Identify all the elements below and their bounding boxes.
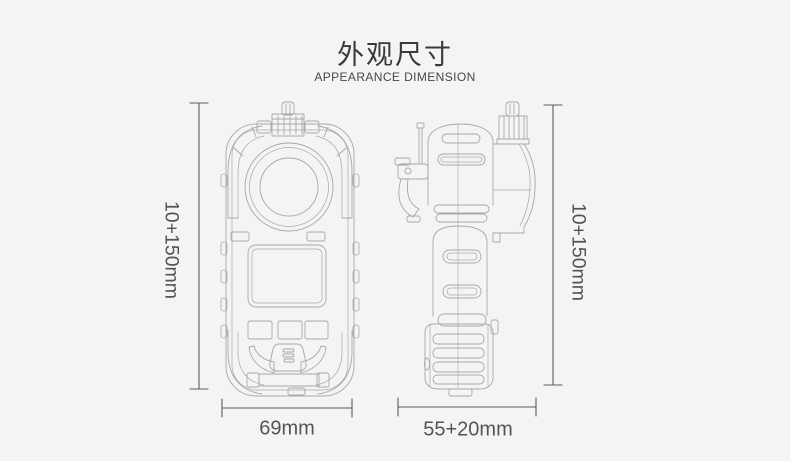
indicator-windows [230,231,326,242]
side-view-drawing [394,101,536,397]
side-height-dimension-line [543,104,563,386]
front-width-dimension-line [221,398,353,418]
front-body-outline [225,123,355,397]
speaker-area [248,343,327,374]
side-lower-housing [424,319,499,397]
side-width-label: 55+20mm [423,418,513,441]
front-height-label: 10+150mm [160,200,183,300]
front-view-drawing [220,101,360,397]
sensor-circle [244,142,334,232]
side-collar [433,204,490,223]
side-upper-tube [427,123,494,206]
side-height-label: 10+150mm [567,202,590,302]
side-belt-clip [394,122,429,223]
side-mid-tube [432,225,488,327]
front-width-label: 69mm [259,417,315,440]
antenna-fitting [256,101,320,137]
side-width-dimension-line [397,397,537,417]
front-height-dimension-line [189,102,209,390]
side-back-housing [492,143,536,243]
front-buttons [247,320,329,340]
side-knob [496,101,530,145]
front-boot-tubes [227,125,353,395]
display-screen [247,244,327,308]
page-subtitle: APPEARANCE DIMENSION [314,70,476,84]
bottom-port [246,372,330,396]
dimension-lines [189,102,563,418]
side-grip-bumps [220,173,360,339]
page-title: 外观尺寸 [337,40,453,70]
